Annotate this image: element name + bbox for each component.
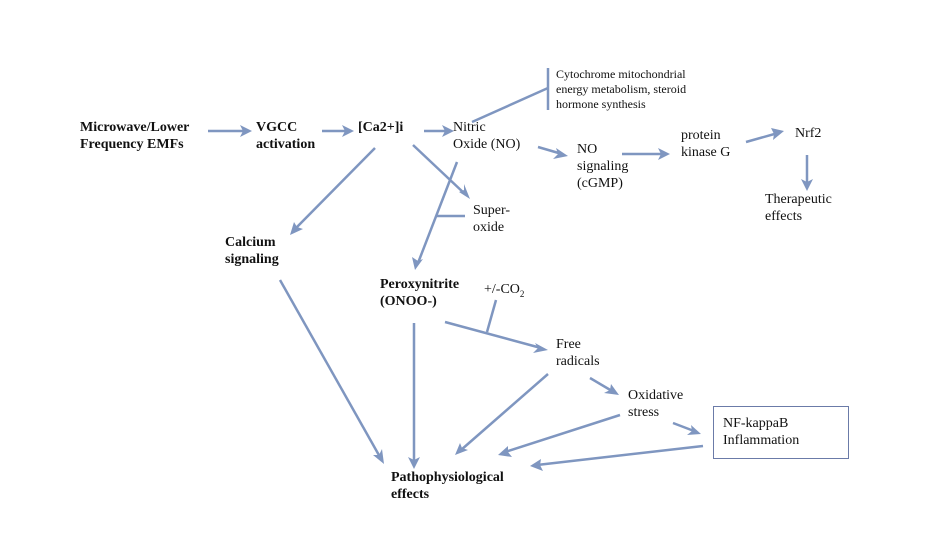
arrowhead (658, 148, 670, 160)
node-emf-line1: Microwave/Lower (80, 120, 190, 135)
edge-ca-superoxide (412, 144, 466, 195)
edge-free-patho (460, 373, 549, 451)
node-calcium-line1: Calcium (225, 235, 276, 250)
node-vgcc-line2: activation (256, 136, 316, 152)
node-free-line2: radicals (556, 353, 600, 369)
node-pkg-line2: kinase G (681, 144, 731, 160)
arrowhead (604, 384, 619, 395)
node-no-line1: Nitric (453, 120, 486, 135)
arrowhead (771, 128, 784, 140)
node-nrf2-line1: Nrf2 (795, 126, 822, 141)
arrowhead (408, 457, 420, 469)
edge-calcium-patho (278, 279, 382, 458)
node-peroxynitrite: Peroxynitrite (ONOO-) (380, 277, 459, 311)
node-ca-line1: [Ca2+]i (358, 120, 404, 135)
co2-modifier (485, 299, 498, 333)
node-emf: Microwave/Lower Frequency EMFs (80, 120, 189, 154)
arrowhead (459, 184, 470, 199)
arrowhead (498, 446, 512, 457)
node-nosig-line2: signaling (577, 158, 629, 174)
edge-oxid-nfkb (672, 421, 695, 433)
node-cytochrome: Cytochrome mitochondrial energy metaboli… (556, 67, 686, 112)
edge-no-perox (416, 161, 459, 264)
node-cyto-line2: energy metabolism, steroid (556, 82, 687, 96)
node-therapeutic: Therapeutic effects (765, 192, 832, 226)
node-cyto-line1: Cytochrome mitochondrial (556, 67, 686, 81)
node-emf-line2: Frequency EMFs (80, 136, 184, 152)
arrowhead (530, 459, 543, 471)
arrowhead (533, 343, 548, 353)
node-no: Nitric Oxide (NO) (453, 120, 520, 154)
node-nrf2: Nrf2 (795, 126, 821, 143)
node-pkg-line1: protein (681, 128, 721, 143)
node-co2-sub: 2 (519, 288, 525, 299)
node-perox-line1: Peroxynitrite (380, 277, 460, 292)
node-perox-line2: (ONOO-) (380, 293, 437, 309)
arrowhead (342, 125, 354, 137)
node-protein-kinase-g: protein kinase G (681, 128, 730, 162)
arrowhead (553, 148, 568, 159)
node-free-radicals: Free radicals (556, 337, 600, 371)
node-no-line2: Oxide (NO) (453, 136, 521, 152)
node-free-line1: Free (556, 337, 581, 352)
arrowhead (240, 125, 252, 137)
node-thera-line1: Therapeutic (765, 192, 832, 207)
node-superoxide-line2: oxide (473, 219, 505, 235)
node-calcium-signaling: Calcium signaling (225, 235, 279, 269)
node-calcium-line2: signaling (225, 251, 279, 267)
node-patho-line2: effects (391, 486, 430, 502)
node-vgcc: VGCC activation (256, 120, 315, 154)
node-oxidative-stress: Oxidative stress (628, 388, 683, 422)
node-oxid-line2: stress (628, 404, 660, 420)
edge-no-cyto (471, 86, 549, 124)
node-nfkb: NF-kappaB Inflammation (723, 416, 799, 450)
node-nfkb-line2: Inflammation (723, 432, 800, 448)
node-cyto-line3: hormone synthesis (556, 97, 646, 111)
node-nfkb-box (713, 406, 849, 459)
node-nosig-line3: (cGMP) (577, 175, 623, 191)
node-thera-line2: effects (765, 208, 803, 224)
node-oxid-line1: Oxidative (628, 388, 684, 403)
node-co2-prefix: +/-CO (484, 282, 520, 297)
edge-pkg-nrf2 (745, 131, 779, 144)
node-superoxide-line1: Super- (473, 203, 511, 218)
node-ca: [Ca2+]i (358, 120, 403, 137)
edge-ca-calcium (295, 147, 376, 229)
node-patho-line1: Pathophysiological (391, 470, 504, 485)
node-vgcc-line1: VGCC (256, 120, 298, 135)
arrowhead (373, 449, 384, 464)
edge-free-oxid (589, 376, 613, 393)
node-superoxide: Super- oxide (473, 203, 510, 237)
node-nfkb-line1: NF-kappaB (723, 416, 789, 431)
node-pathophysiological: Pathophysiological effects (391, 470, 504, 504)
arrowhead (801, 179, 813, 191)
node-nosig-line1: NO (577, 142, 598, 157)
arrowhead (412, 257, 423, 270)
edge-perox-free (444, 320, 542, 350)
node-no-signaling: NO signaling (cGMP) (577, 142, 628, 192)
arrowhead (455, 443, 468, 455)
edge-nfkb-patho (536, 444, 704, 467)
edge-oxid-patho (504, 413, 621, 454)
arrowhead (687, 425, 701, 435)
arrowhead (442, 125, 454, 137)
arrowhead (290, 222, 303, 235)
node-co2: +/-CO2 (484, 282, 524, 300)
